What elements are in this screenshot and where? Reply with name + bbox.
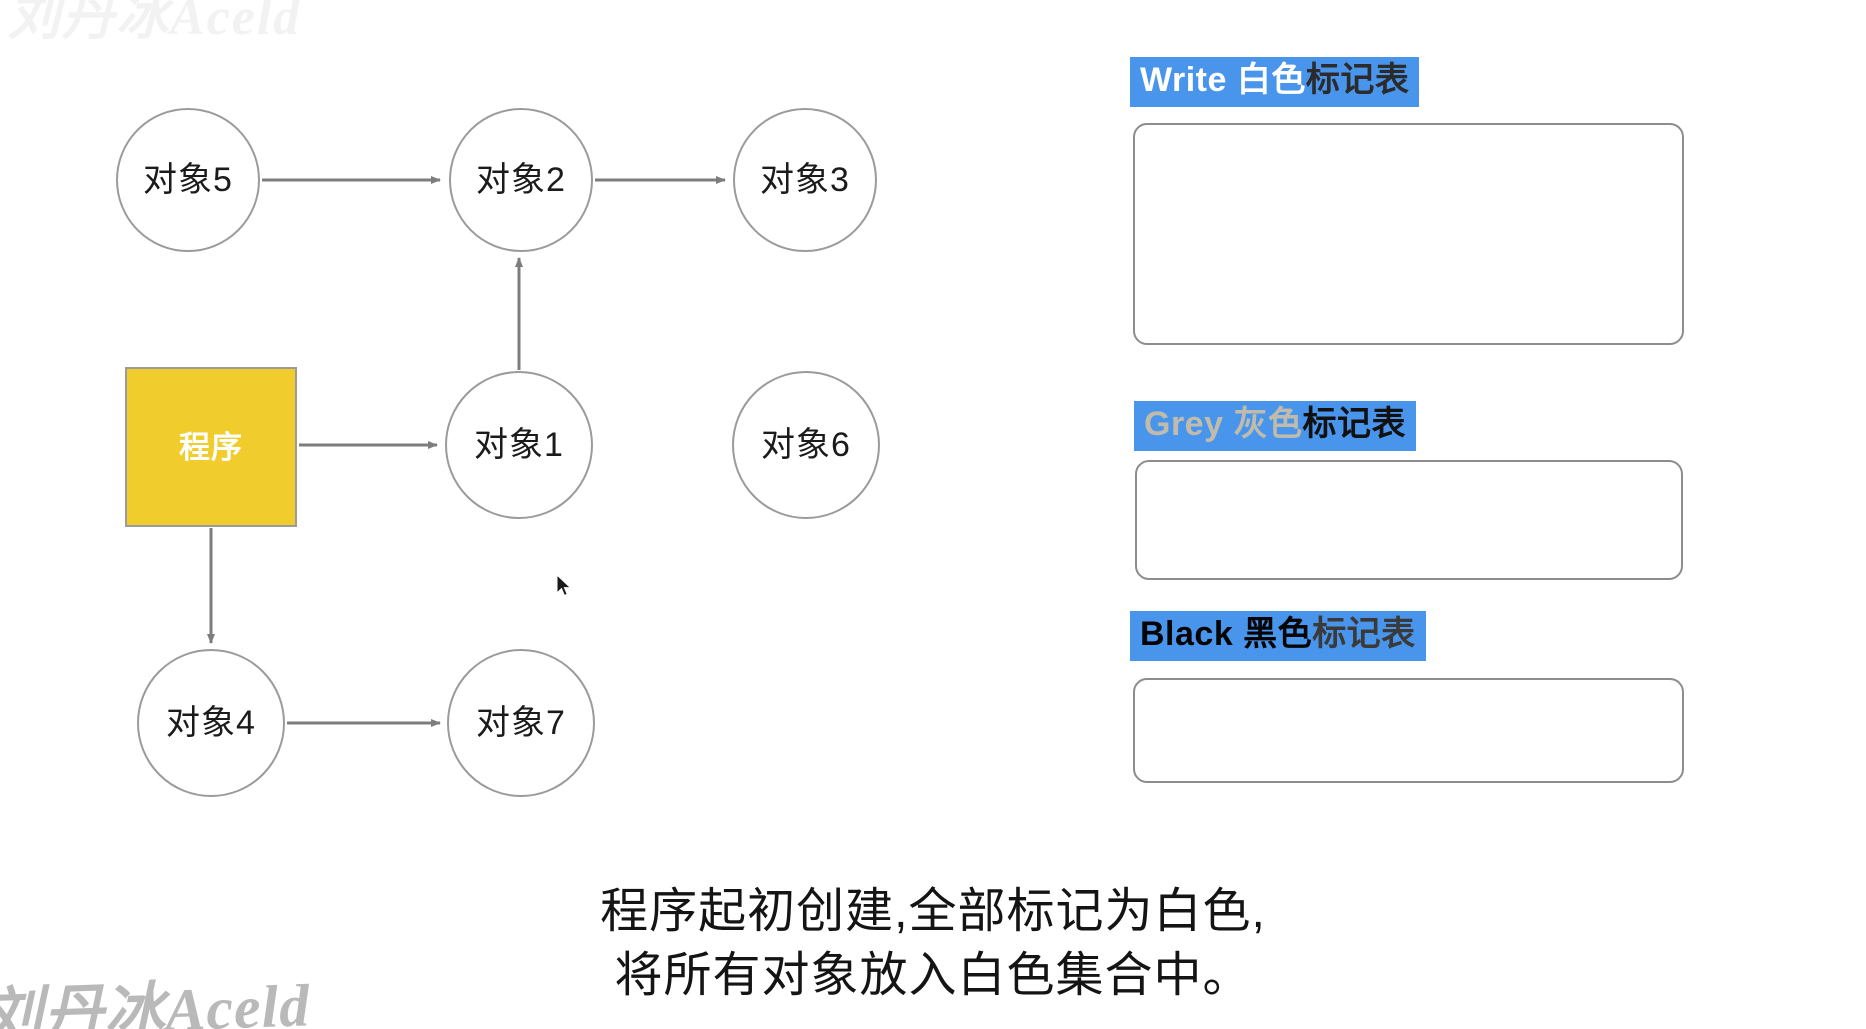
graph-node-obj5[interactable]: 对象5	[116, 108, 260, 252]
object-reference-graph: 对象5 对象2 对象3 程序 对象1 对象6 对象4 对象7	[0, 0, 960, 840]
caption: 程序起初创建,全部标记为白色, 将所有对象放入白色集合中。	[0, 880, 1866, 1009]
graph-node-obj6[interactable]: 对象6	[732, 371, 880, 519]
mark-table-black-title-tail: 标记表	[1312, 615, 1416, 653]
graph-node-obj6-label: 对象6	[761, 426, 851, 464]
watermark-bottom: 刘丹冰Aceld	[0, 972, 312, 1029]
graph-node-obj5-label: 对象5	[143, 161, 233, 199]
mouse-cursor-icon	[556, 574, 572, 597]
graph-node-obj7[interactable]: 对象7	[447, 649, 595, 797]
caption-line-1: 程序起初创建,全部标记为白色,	[600, 885, 1266, 938]
graph-node-obj2-label: 对象2	[476, 161, 566, 199]
graph-node-obj4-label: 对象4	[166, 704, 256, 742]
mark-table-white-title-tail: 标记表	[1305, 61, 1410, 99]
graph-node-obj2[interactable]: 对象2	[449, 108, 593, 252]
graph-node-obj1[interactable]: 对象1	[445, 371, 593, 519]
mark-table-black-title: Black 黑色标记表	[1130, 611, 1426, 661]
mark-table-grey-title-head: Grey 灰色	[1144, 405, 1303, 443]
mark-table-white-title: Write 白色标记表	[1130, 57, 1420, 107]
mark-table-white-title-head: Write 白色	[1140, 61, 1306, 99]
graph-node-obj4[interactable]: 对象4	[137, 649, 285, 797]
mark-table-grey-box[interactable]	[1135, 460, 1683, 580]
watermark-top: 刘丹冰Aceld	[8, 0, 302, 46]
graph-node-program[interactable]: 程序	[125, 367, 297, 527]
graph-node-obj7-label: 对象7	[476, 704, 566, 742]
graph-node-obj3[interactable]: 对象3	[733, 108, 877, 252]
graph-node-program-label: 程序	[179, 429, 243, 465]
mark-table-grey-title-tail: 标记表	[1302, 405, 1406, 443]
graph-node-obj3-label: 对象3	[760, 161, 850, 199]
mark-table-black-title-head: Black 黑色	[1140, 615, 1313, 653]
mark-table-grey-title: Grey 灰色标记表	[1134, 401, 1416, 451]
mark-table-black-box[interactable]	[1133, 678, 1684, 783]
caption-line-2: 将所有对象放入白色集合中。	[614, 949, 1252, 1003]
graph-node-obj1-label: 对象1	[474, 426, 564, 464]
mark-table-white-box[interactable]	[1133, 123, 1684, 345]
